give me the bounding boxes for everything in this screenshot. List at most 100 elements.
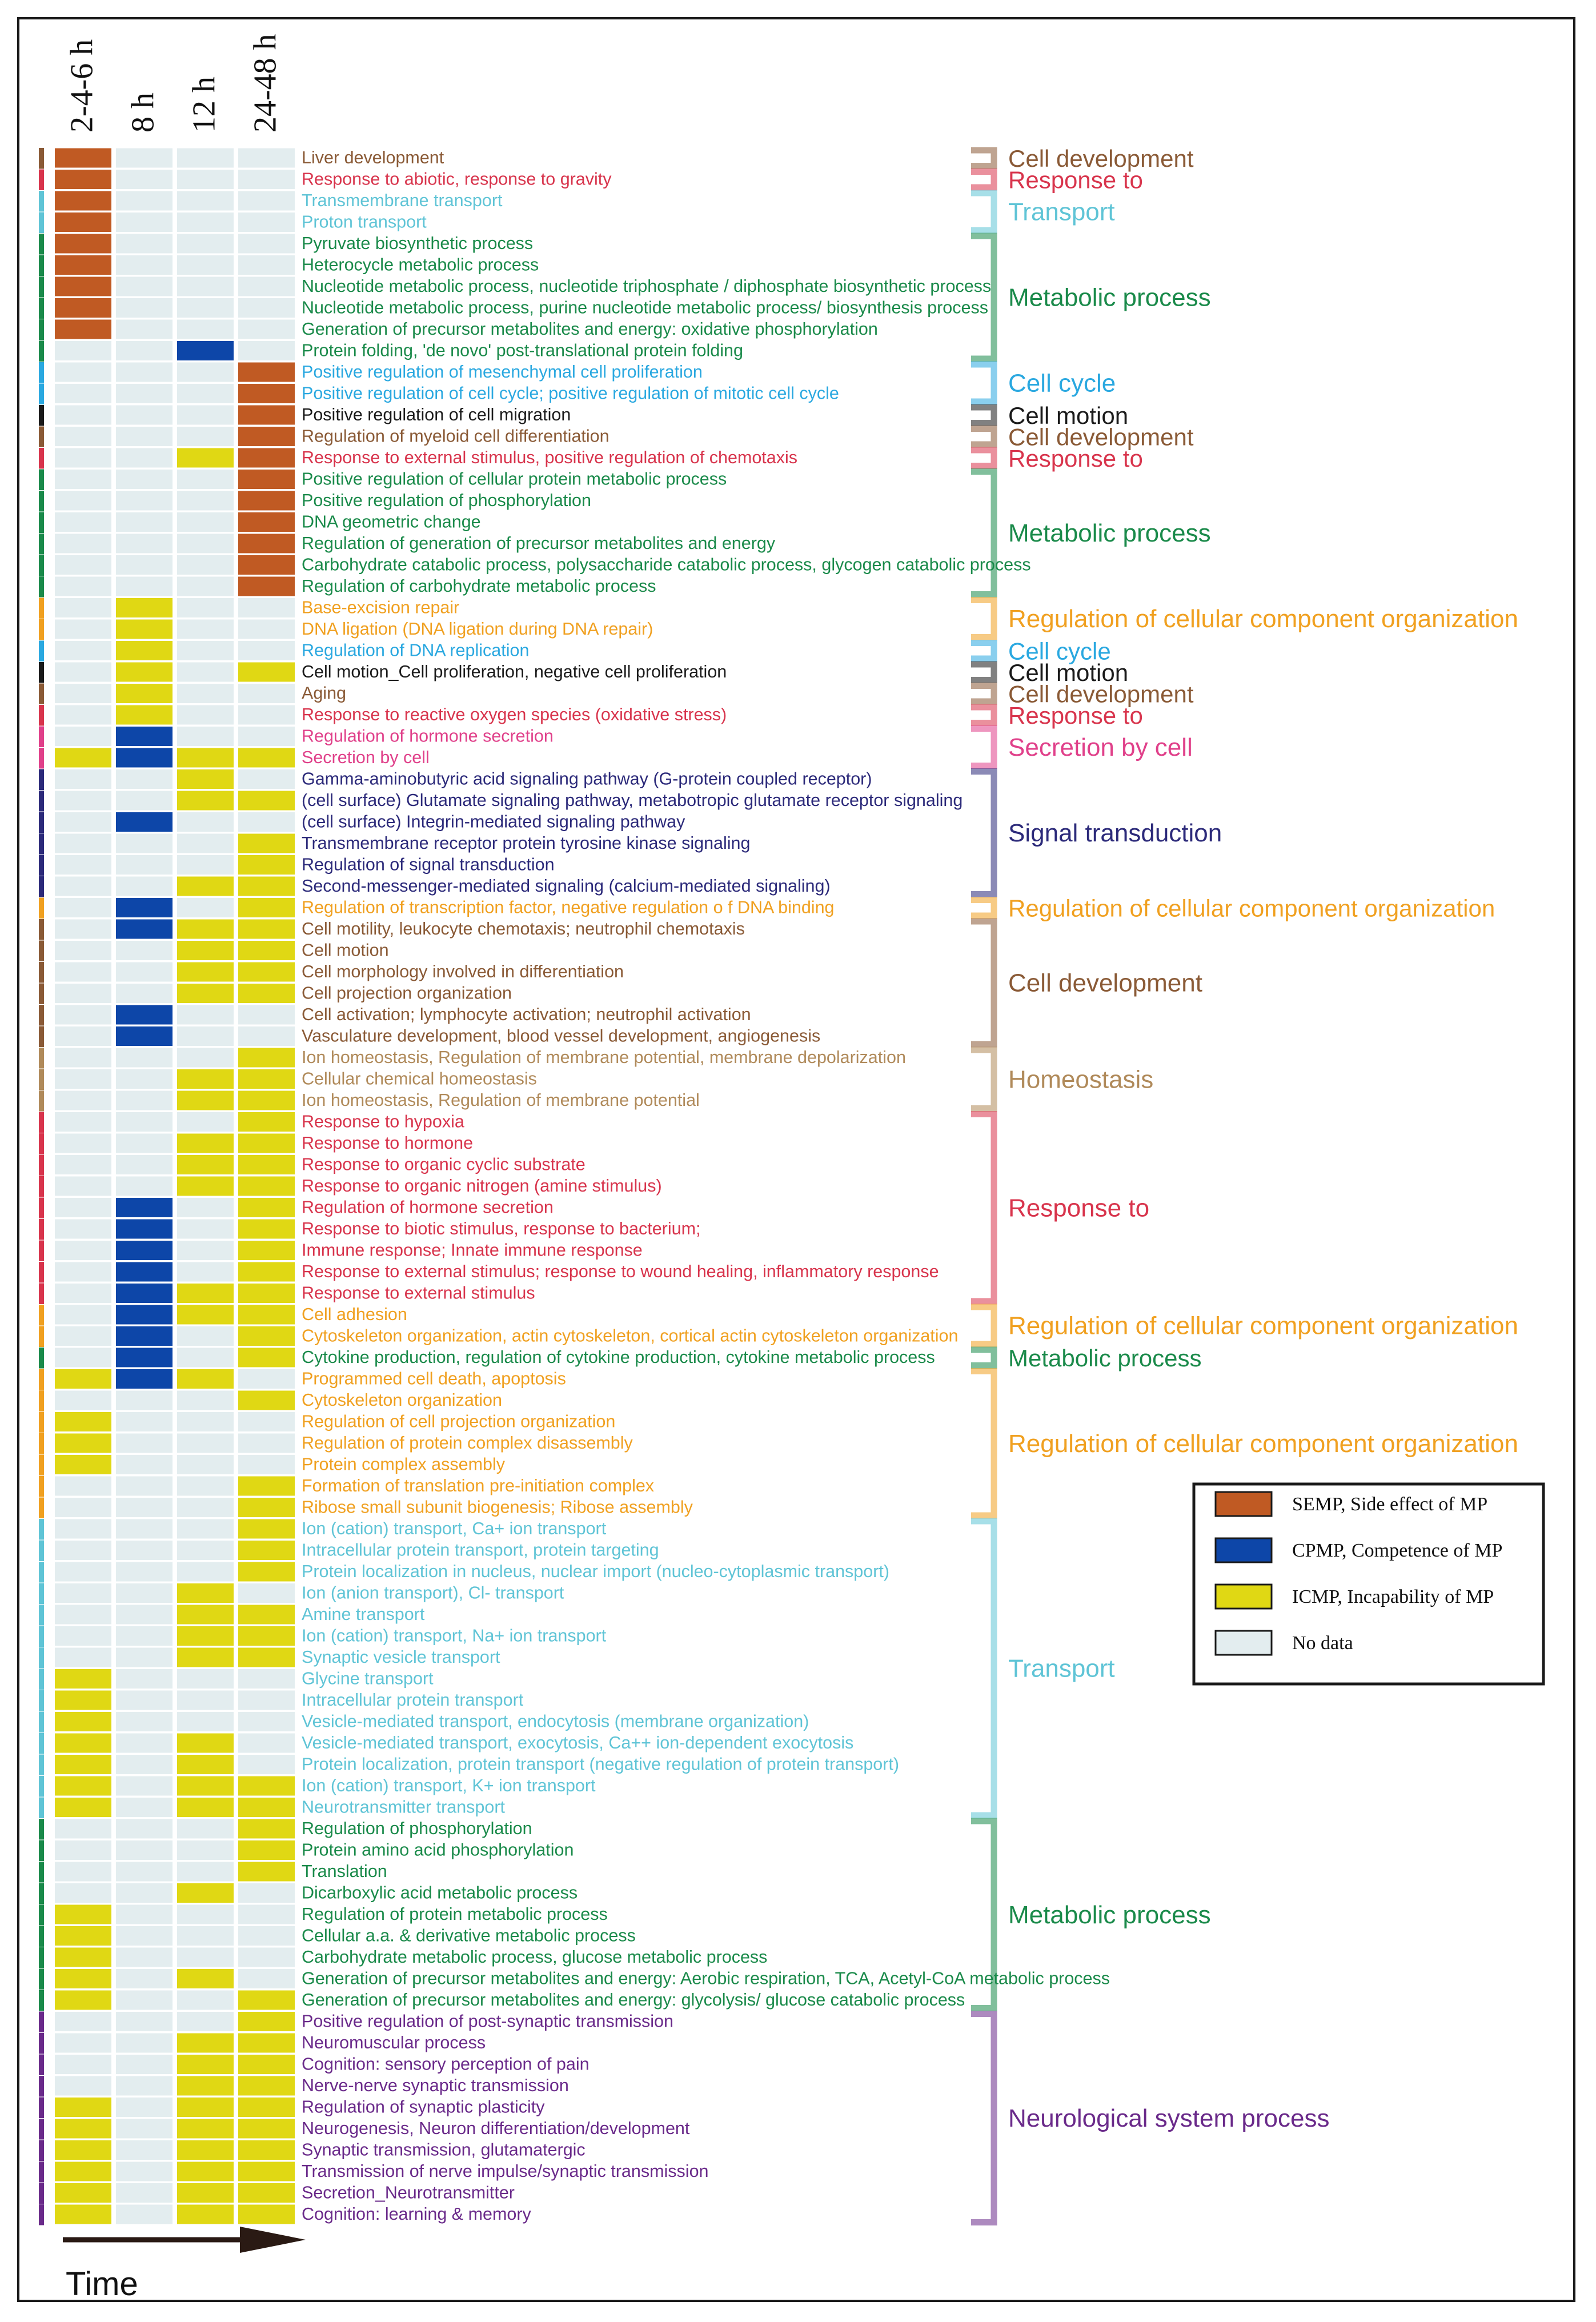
heatmap-cell <box>116 662 173 682</box>
heatmap-cell <box>116 362 173 382</box>
heatmap-cell <box>238 470 295 489</box>
heatmap-cell <box>116 2204 173 2224</box>
heatmap-cell <box>177 662 234 682</box>
heatmap-cell <box>177 1647 234 1667</box>
heatmap-cell <box>55 276 111 296</box>
heatmap-cell <box>238 512 295 532</box>
group-bracket <box>971 683 997 705</box>
heatmap-cell <box>116 1733 173 1753</box>
heatmap-cell <box>55 2033 111 2053</box>
heatmap-cell <box>55 1862 111 1882</box>
category-strip-segment <box>39 833 44 855</box>
heatmap-cell <box>177 1026 234 1046</box>
heatmap-cell <box>116 1455 173 1474</box>
row-label: Protein amino acid phosphorylation <box>302 1840 574 1860</box>
heatmap-cell <box>55 319 111 339</box>
heatmap-cell <box>55 2076 111 2096</box>
heatmap-cell <box>177 1798 234 1817</box>
category-strip-segment <box>39 2119 44 2140</box>
heatmap-cell <box>55 2055 111 2074</box>
row-label: Nucleotide metabolic process, purine nuc… <box>302 298 988 318</box>
heatmap-cell <box>238 1284 295 1303</box>
row-label: Positive regulation of cell migration <box>302 405 571 424</box>
heatmap-cell <box>55 1284 111 1303</box>
group-bracket <box>971 597 997 640</box>
row-label: Ion (anion transport), Cl- transport <box>302 1583 564 1603</box>
heatmap-cell <box>55 1605 111 1625</box>
row-label: Cognition: learning & memory <box>302 2204 532 2224</box>
legend-label: No data <box>1292 1633 1353 1654</box>
heatmap-cell <box>177 684 234 703</box>
category-strip-segment <box>39 491 44 512</box>
category-strip-segment <box>39 1048 44 1069</box>
heatmap-cell <box>238 1455 295 1474</box>
category-strip-segment <box>39 1262 44 1283</box>
heatmap-cell <box>55 1198 111 1217</box>
heatmap-cell <box>177 534 234 554</box>
row-label: Regulation of hormone secretion <box>302 727 554 746</box>
heatmap-cell <box>238 812 295 832</box>
heatmap-cell <box>55 470 111 489</box>
heatmap-cell <box>55 1090 111 1110</box>
heatmap-cell <box>116 1626 173 1646</box>
group-label: Response to <box>1008 445 1143 472</box>
row-label: Transmission of nerve impulse/synaptic t… <box>302 2161 709 2181</box>
heatmap-cell <box>238 1241 295 1260</box>
heatmap-cell <box>238 1412 295 1431</box>
heatmap-cell <box>55 2140 111 2160</box>
heatmap-cell <box>55 2161 111 2181</box>
heatmap-cell <box>55 705 111 725</box>
category-strip-segment <box>39 1669 44 1690</box>
heatmap-cell <box>116 341 173 360</box>
heatmap-cell <box>238 384 295 403</box>
heatmap-cell <box>55 727 111 746</box>
heatmap-cell <box>177 1969 234 1988</box>
heatmap-cell <box>55 1455 111 1474</box>
heatmap-cell <box>55 2204 111 2224</box>
row-label: Formation of translation pre-initiation … <box>302 1476 654 1495</box>
group-label: Homeostasis <box>1008 1065 1153 1093</box>
heatmap-cell <box>177 341 234 360</box>
heatmap-cell <box>55 1562 111 1582</box>
heatmap-cell <box>116 1176 173 1196</box>
category-strip-segment <box>39 426 44 447</box>
heatmap-cell <box>238 1305 295 1325</box>
heatmap-cell <box>238 1690 295 1710</box>
heatmap-cell <box>55 362 111 382</box>
heatmap-cell <box>116 534 173 554</box>
row-label: Regulation of signal transduction <box>302 855 555 875</box>
row-label: (cell surface) Integrin-mediated signali… <box>302 812 685 832</box>
heatmap-cell <box>177 705 234 725</box>
heatmap-cell <box>177 1369 234 1389</box>
row-label: Secretion by cell <box>302 748 430 767</box>
heatmap-cell <box>177 1005 234 1025</box>
category-strip-segment <box>39 1154 44 1176</box>
category-strip-segment <box>39 469 44 490</box>
category-strip-segment <box>39 1926 44 1947</box>
heatmap-cell <box>238 684 295 703</box>
heatmap-cell <box>55 1241 111 1260</box>
row-label: Ion homeostasis, Regulation of membrane … <box>302 1048 906 1067</box>
heatmap-cell <box>55 919 111 939</box>
heatmap-cell <box>116 148 173 168</box>
row-label: Cellular a.a. & derivative metabolic pro… <box>302 1926 636 1946</box>
heatmap-cell <box>116 1390 173 1410</box>
heatmap-cell <box>55 148 111 168</box>
heatmap-cell <box>116 2033 173 2053</box>
group-label: Cell development <box>1008 423 1194 450</box>
heatmap-cell <box>55 2183 111 2203</box>
heatmap-cell <box>177 1883 234 1903</box>
heatmap-cell <box>177 448 234 468</box>
heatmap-cell <box>177 1241 234 1260</box>
heatmap-cell <box>177 491 234 511</box>
group-label: Regulation of cellular component organiz… <box>1008 895 1495 921</box>
heatmap-cell <box>238 1198 295 1217</box>
heatmap-cell <box>238 1476 295 1496</box>
heatmap-cell <box>177 1198 234 1217</box>
row-label: Liver development <box>302 148 444 167</box>
legend-swatch <box>1214 1537 1273 1563</box>
group-label: Neurological system process <box>1008 2104 1329 2132</box>
category-strip-segment <box>39 2204 44 2225</box>
heatmap-cell <box>55 1647 111 1667</box>
